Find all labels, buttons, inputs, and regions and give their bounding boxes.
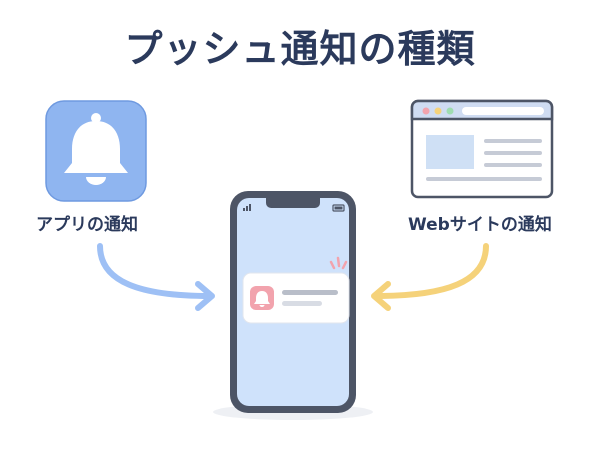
app-notification-tile [45, 100, 147, 202]
signal-icon [243, 204, 251, 211]
right-arrow [371, 243, 489, 311]
left-arrow [97, 243, 215, 311]
browser-window-icon [410, 99, 554, 199]
web-notification-label: Webサイトの通知 [408, 215, 552, 235]
notification-card [242, 272, 350, 324]
app-notification-label: アプリの通知 [36, 215, 138, 235]
notification-alert-marks [329, 256, 348, 270]
bell-icon [64, 113, 128, 185]
battery-icon [332, 204, 345, 212]
bell-icon [254, 291, 270, 307]
page-title: プッシュ通知の種類 [124, 27, 476, 71]
